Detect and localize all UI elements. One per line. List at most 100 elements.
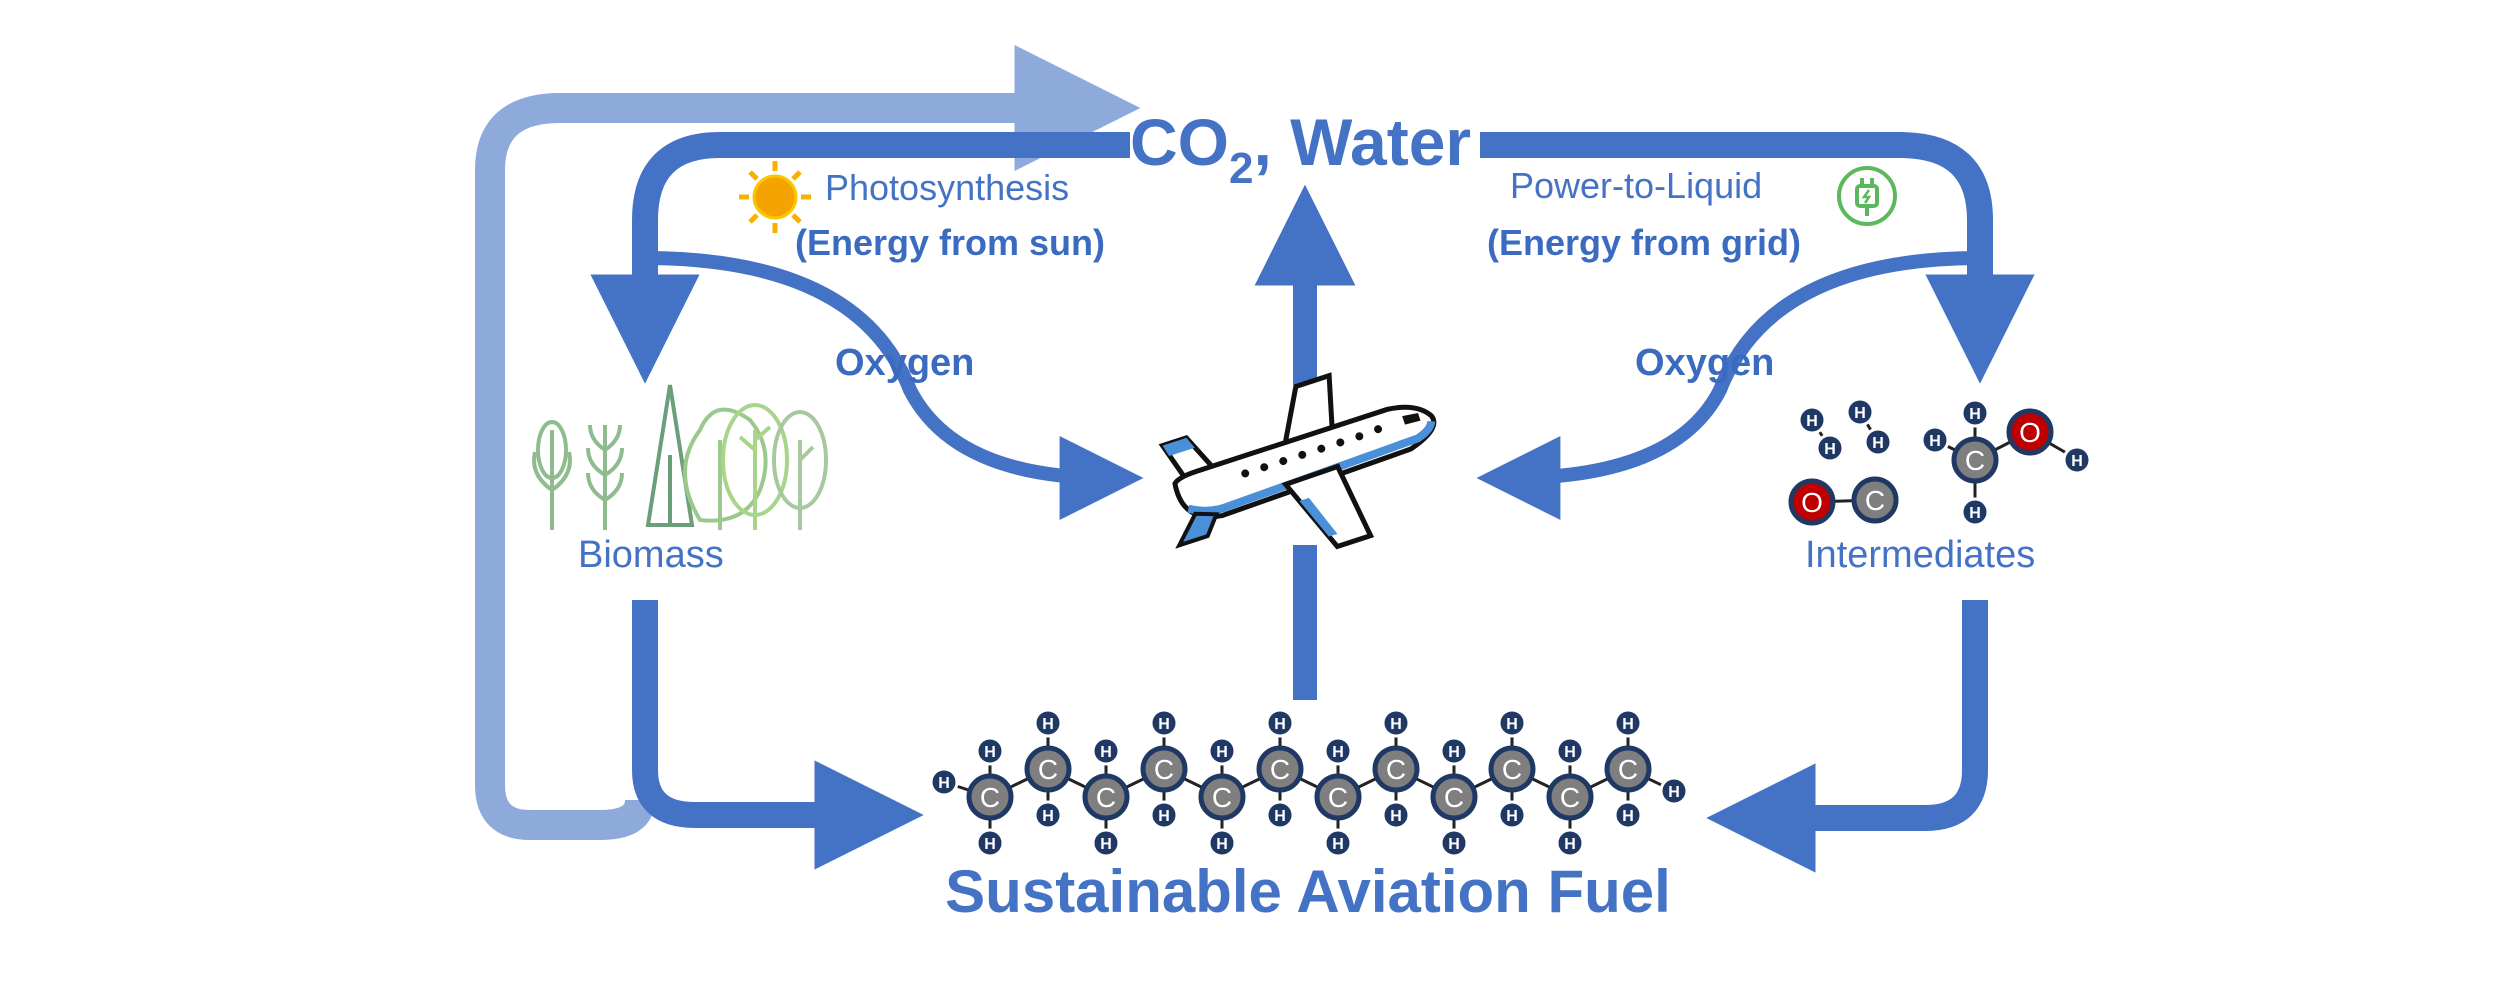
hydrogen-atom <box>1497 800 1527 830</box>
hydrogen-atom <box>1381 800 1411 830</box>
hydrogen-atom <box>1149 800 1179 830</box>
hydrogen-atom <box>1323 828 1353 858</box>
carbon-atom <box>1140 745 1188 793</box>
co2-water-title: CO2, Water <box>1130 105 1471 193</box>
intermediates-label: Intermediates <box>1805 534 2035 576</box>
carbon-atom-label: C <box>1038 754 1058 785</box>
hydrogen-atom-label: H <box>1564 744 1576 761</box>
carbon-atom-label: C <box>1386 754 1406 785</box>
hydrogen-atom-label: H <box>1622 808 1634 825</box>
hydrogen-atom <box>1659 776 1689 806</box>
hydrogen-atom <box>1613 708 1643 738</box>
svg-text:H: H <box>1806 413 1818 430</box>
carbon-atom <box>1546 773 1594 821</box>
carbon-atom <box>1488 745 1536 793</box>
hydrogen-atom <box>975 736 1005 766</box>
hydrogen-atom-label: H <box>1158 808 1170 825</box>
sustainable-aviation-fuel-title: Sustainable Aviation Fuel <box>945 858 1671 925</box>
hydrogen-atom <box>1265 708 1295 738</box>
hydrogen-atom-label: H <box>1332 744 1344 761</box>
hydrogen-atom <box>1033 708 1063 738</box>
hydrogen-atom-label: H <box>1622 716 1634 733</box>
carbon-atom <box>1082 773 1130 821</box>
carbon-atom-label: C <box>980 782 1000 813</box>
hydrogen-atom-label: H <box>1274 716 1286 733</box>
svg-text:H: H <box>1969 406 1981 423</box>
svg-text:O: O <box>2019 417 2041 448</box>
svg-text:H: H <box>1969 505 1981 522</box>
svg-text:H: H <box>2071 453 2083 470</box>
hydrogen-atom <box>1613 800 1643 830</box>
carbon-atom <box>1256 745 1304 793</box>
svg-text:O: O <box>1801 487 1823 518</box>
oxygen-right-arrow <box>1476 251 1976 520</box>
hydrogen-atom <box>1265 800 1295 830</box>
carbon-atom <box>966 773 1014 821</box>
hydrogen-atom <box>1091 828 1121 858</box>
carbon-atom-label: C <box>1444 782 1464 813</box>
photosynthesis-energy-label: (Energy from sun) <box>795 222 1105 263</box>
hydrogen-atom-label: H <box>1332 836 1344 853</box>
svg-text:C: C <box>1865 485 1885 516</box>
airplane-icon <box>1158 372 1437 550</box>
plug-icon <box>1837 166 1897 226</box>
hydrogen-atom-label: H <box>1506 808 1518 825</box>
carbon-atom <box>1024 745 1072 793</box>
oxygen-left-label: Oxygen <box>835 342 974 384</box>
hydrogen-atom-label: H <box>1668 784 1680 801</box>
biomass-to-fuel-arrow <box>632 600 924 870</box>
svg-text:H: H <box>1872 435 1884 452</box>
hydrogen-atom <box>1149 708 1179 738</box>
hydrogen-atom-label: H <box>1042 808 1054 825</box>
carbon-atom-label: C <box>1270 754 1290 785</box>
power-to-liquid-energy-label: (Energy from grid) <box>1487 222 1801 263</box>
carbon-atom-label: C <box>1560 782 1580 813</box>
carbon-atom-label: C <box>1618 754 1638 785</box>
hydrogen-atom-label: H <box>1274 808 1286 825</box>
carbon-atom <box>1314 773 1362 821</box>
intermediates-to-fuel-arrow <box>1706 600 1988 873</box>
hydrogen-atom <box>1207 828 1237 858</box>
hydrogen-atom <box>929 767 959 797</box>
hydrogen-atom-label: H <box>1390 808 1402 825</box>
carbon-atom <box>1198 773 1246 821</box>
hydrogen-atom-label: H <box>984 744 996 761</box>
hydrogen-atom-label: H <box>1506 716 1518 733</box>
hydrogen-atom <box>1381 708 1411 738</box>
hydrogen-atom <box>1439 828 1469 858</box>
photosynthesis-label: Photosynthesis <box>825 167 1069 208</box>
intermediate-molecules-icon: H H H H O C H H H C O H <box>1788 397 2092 527</box>
hydrogen-atom <box>975 828 1005 858</box>
oxygen-right-label: Oxygen <box>1635 342 1774 384</box>
hydrogen-atom <box>1033 800 1063 830</box>
hydrogen-atom <box>1207 736 1237 766</box>
carbon-atom-label: C <box>1212 782 1232 813</box>
hydrogen-atom-label: H <box>984 836 996 853</box>
carbon-atom-label: C <box>1502 754 1522 785</box>
plants-icon <box>532 384 828 530</box>
power-to-liquid-label: Power-to-Liquid <box>1510 165 1762 206</box>
hydrogen-atom-label: H <box>1216 744 1228 761</box>
co2-to-biomass-arrow <box>590 132 1130 384</box>
hydrogen-atom <box>1555 736 1585 766</box>
svg-text:H: H <box>1929 433 1941 450</box>
hydrogen-atom-label: H <box>1100 744 1112 761</box>
carbon-atom-label: C <box>1154 754 1174 785</box>
hydrogen-atom-label: H <box>1158 716 1170 733</box>
svg-text:H: H <box>1854 405 1866 422</box>
hydrogen-atom-label: H <box>1448 744 1460 761</box>
carbon-atom <box>1604 745 1652 793</box>
carbon-atom <box>1372 745 1420 793</box>
hydrogen-atom-label: H <box>1216 836 1228 853</box>
co2-to-intermediates-arrow <box>1480 132 2035 384</box>
recycle-loop-arrow <box>475 45 1141 840</box>
svg-text:H: H <box>1824 441 1836 458</box>
hydrogen-atom-label: H <box>1564 836 1576 853</box>
carbon-atom-label: C <box>1328 782 1348 813</box>
sun-icon <box>739 161 811 233</box>
oxygen-left-arrow <box>649 251 1144 520</box>
hydrogen-atom <box>1323 736 1353 766</box>
hydrogen-atom-label: H <box>1448 836 1460 853</box>
